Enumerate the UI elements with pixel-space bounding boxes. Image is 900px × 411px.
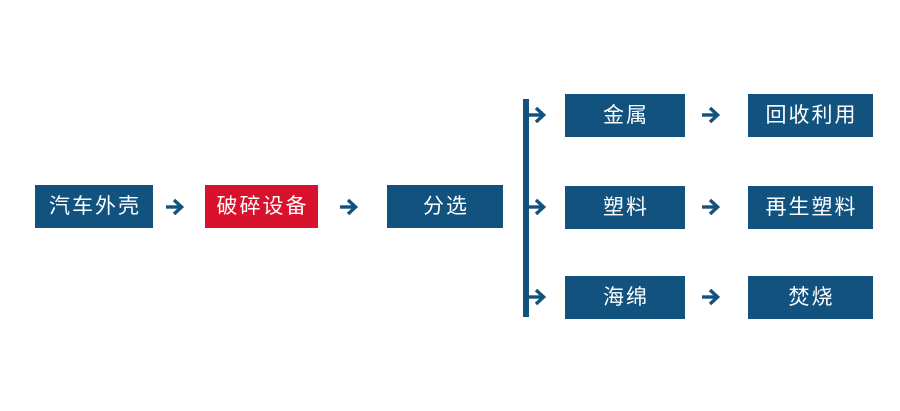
- arrow-right-icon: [340, 198, 359, 216]
- branch-arrow-icon: [528, 288, 547, 306]
- branch-arrow-icon: [528, 198, 547, 216]
- node-car-shell: 汽车外壳: [35, 185, 153, 228]
- node-metal-label: 金属: [603, 103, 649, 127]
- node-sorting: 分选: [387, 185, 503, 228]
- node-sponge-label: 海绵: [603, 285, 649, 309]
- arrow-right-icon: [702, 288, 721, 306]
- node-incineration: 焚烧: [748, 276, 873, 319]
- arrow-right-icon: [166, 198, 185, 216]
- node-sorting-label: 分选: [423, 194, 469, 218]
- node-recycling-label: 回收利用: [765, 103, 858, 127]
- branch-arrow-icon: [528, 106, 547, 124]
- node-recycling: 回收利用: [748, 94, 873, 137]
- node-plastic: 塑料: [565, 186, 685, 229]
- node-car-shell-label: 汽车外壳: [49, 194, 141, 218]
- node-crushing-equipment-label: 破碎设备: [216, 194, 309, 218]
- node-sponge: 海绵: [565, 276, 685, 319]
- node-metal: 金属: [565, 94, 685, 137]
- node-incineration-label: 焚烧: [788, 285, 835, 309]
- node-recycled-plastic-label: 再生塑料: [765, 195, 858, 219]
- arrow-right-icon: [702, 198, 721, 216]
- node-plastic-label: 塑料: [603, 195, 649, 219]
- branch-connector-line: [523, 99, 529, 317]
- node-recycled-plastic: 再生塑料: [748, 186, 873, 229]
- arrow-right-icon: [702, 106, 721, 124]
- node-crushing-equipment: 破碎设备: [205, 185, 318, 228]
